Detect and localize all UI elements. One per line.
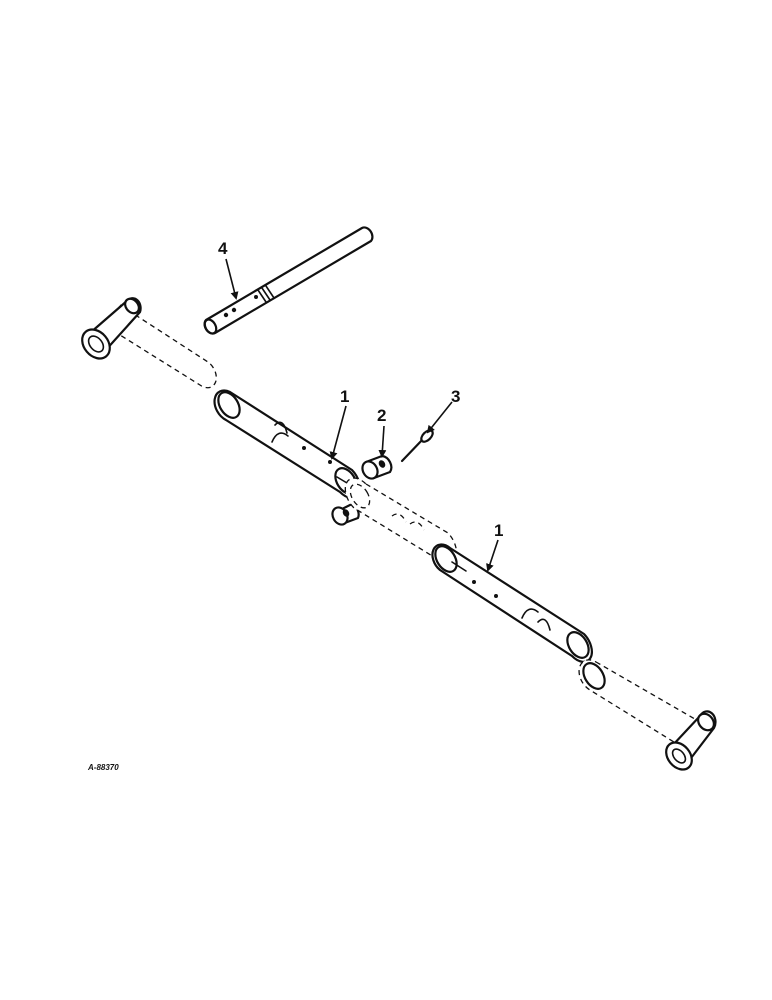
callout-label-1-upper: 1 xyxy=(340,387,349,406)
part-2-bushing xyxy=(361,454,393,480)
callout-label-2: 2 xyxy=(377,406,386,425)
part-1-tube-lower xyxy=(431,543,593,663)
reference-code: A-88370 xyxy=(87,763,119,772)
leader-1-upper xyxy=(329,405,347,460)
part-3-pin xyxy=(400,429,434,463)
callout-label-3: 3 xyxy=(451,387,460,406)
phantom-crank-upper-left xyxy=(81,297,217,389)
part-4-rod xyxy=(203,226,374,335)
callout-label-4: 4 xyxy=(218,239,228,258)
leader-2 xyxy=(378,425,387,458)
part-1-tube-upper xyxy=(213,389,361,499)
callout-leaders xyxy=(225,258,499,572)
leader-3 xyxy=(426,401,453,434)
callout-label-1-lower: 1 xyxy=(494,521,503,540)
leader-4 xyxy=(225,258,239,300)
phantom-crank-lower-right xyxy=(578,659,717,771)
leader-1-lower xyxy=(486,539,499,572)
